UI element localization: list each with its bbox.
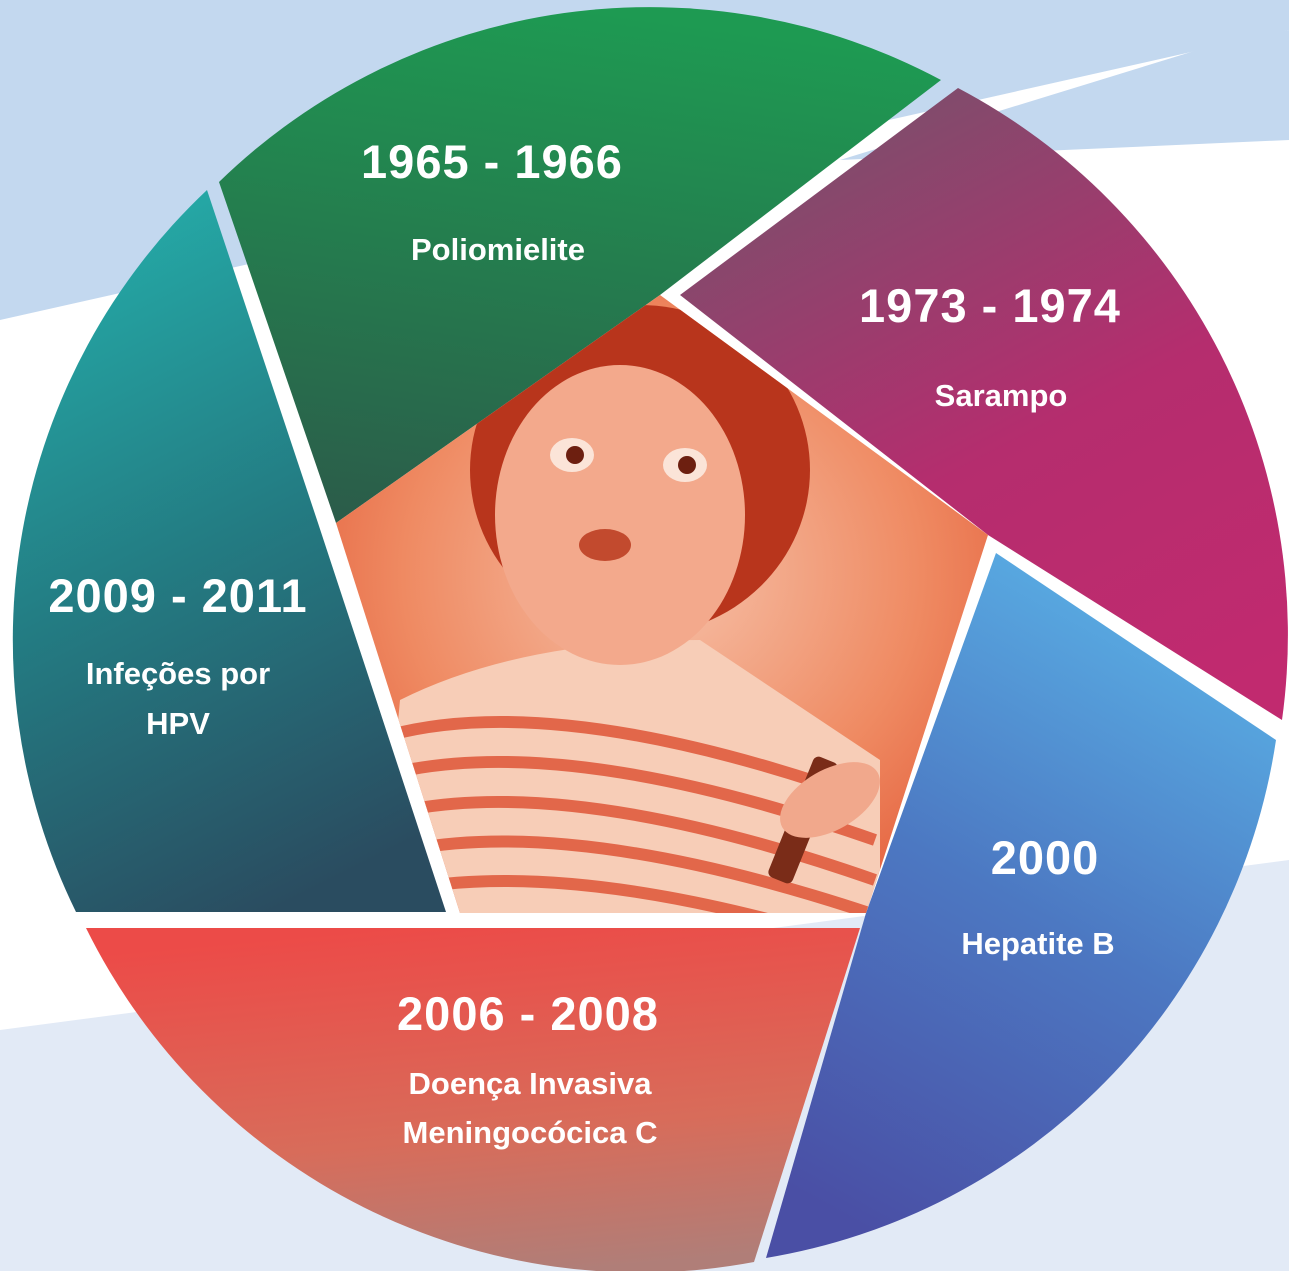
label-measles: 1973 - 1974 Sarampo bbox=[859, 279, 1121, 413]
label-hpv: 2009 - 2011 Infeções por HPV bbox=[48, 569, 307, 741]
segment-hepb bbox=[766, 553, 1276, 1258]
year-hepb: 2000 bbox=[991, 831, 1100, 884]
child-face bbox=[495, 365, 745, 665]
label-polio: 1965 - 1966 Poliomielite bbox=[361, 135, 623, 267]
segment-meningococcal bbox=[86, 928, 860, 1271]
year-meningococcal: 2006 - 2008 bbox=[397, 987, 659, 1040]
segment-hpv bbox=[12, 190, 447, 912]
disease-measles: Sarampo bbox=[935, 378, 1068, 413]
year-polio: 1965 - 1966 bbox=[361, 135, 623, 188]
disease-polio: Poliomielite bbox=[411, 232, 585, 267]
mouth bbox=[579, 529, 631, 561]
label-hepb: 2000 Hepatite B bbox=[961, 831, 1114, 961]
label-meningococcal: 2006 - 2008 Doença Invasiva Meningocócic… bbox=[397, 987, 659, 1150]
disease-hpv-line2: HPV bbox=[146, 706, 210, 741]
year-measles: 1973 - 1974 bbox=[859, 279, 1121, 332]
disease-hpv-line1: Infeções por bbox=[86, 656, 270, 691]
disease-meningococcal-line2: Meningocócica C bbox=[403, 1115, 658, 1150]
segment-polio bbox=[219, 7, 941, 524]
disease-meningococcal-line1: Doença Invasiva bbox=[409, 1066, 653, 1101]
syringe-hand bbox=[768, 756, 880, 884]
year-hpv: 2009 - 2011 bbox=[48, 569, 307, 622]
disease-hepb: Hepatite B bbox=[961, 926, 1114, 961]
segment-measles bbox=[680, 88, 1288, 720]
